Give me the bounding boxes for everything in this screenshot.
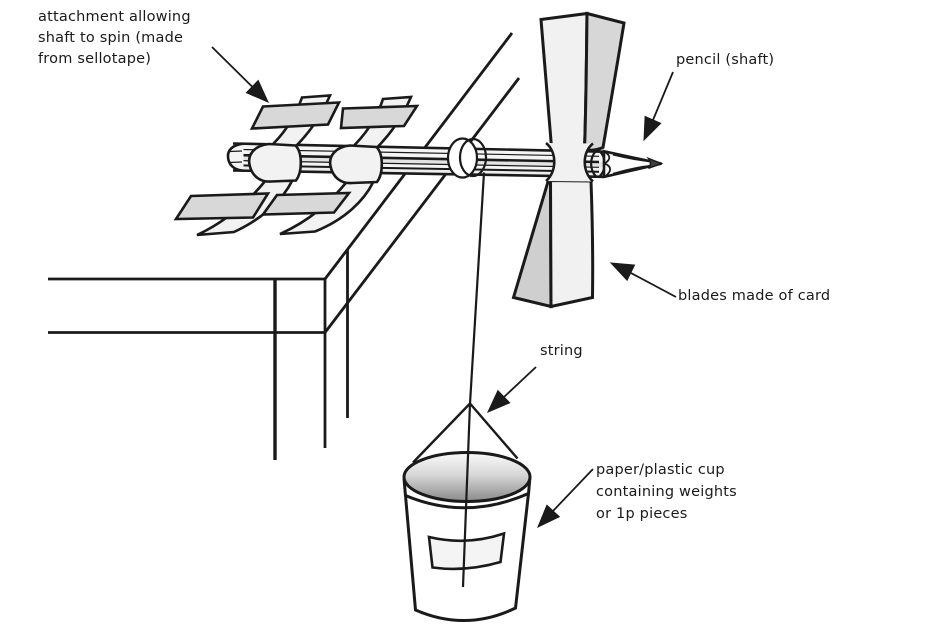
sellotape-attachments xyxy=(173,94,420,237)
table-side-edge-bottom xyxy=(323,77,521,334)
pencil xyxy=(226,142,664,179)
tape-piece-top-2 xyxy=(339,104,420,130)
blade-lower-front-face xyxy=(548,178,595,309)
label-cup-line3: or 1p pieces xyxy=(596,506,688,522)
tape-piece-top-1 xyxy=(249,101,342,130)
label-attachment-line1: attachment allowing xyxy=(38,9,191,25)
arrow-head-pencil xyxy=(643,115,662,142)
pencil-collar-arc-1 xyxy=(590,150,597,178)
string-loop-inner xyxy=(458,137,488,178)
strap-2-pencil-loop xyxy=(328,144,384,185)
blade-lower-side-face xyxy=(511,178,553,309)
table xyxy=(48,32,521,460)
label-attachment: attachment allowing shaft to spin (made … xyxy=(38,7,191,70)
cup-front-label xyxy=(427,531,506,571)
arrow-line-attachment xyxy=(211,46,255,90)
tape-piece-bottom-1 xyxy=(173,192,271,221)
pencil-butt-facet-2 xyxy=(228,161,243,164)
label-cup-line1: paper/plastic cup xyxy=(596,462,725,478)
label-cup: paper/plastic cup containing weights or … xyxy=(596,459,737,525)
blade-neck xyxy=(546,143,593,182)
label-string: string xyxy=(540,343,583,359)
arrow-head-string xyxy=(487,389,511,413)
blade-upper-front-face xyxy=(539,11,589,154)
pencil-graphite-tip xyxy=(646,156,664,169)
arrow-head-cup xyxy=(537,504,561,529)
pencil-facet-shade-2 xyxy=(233,165,603,177)
pencil-butt-end xyxy=(226,142,244,172)
tape-piece-bottom-2 xyxy=(260,191,352,216)
arrow-line-pencil xyxy=(652,71,674,121)
arrow-line-blades xyxy=(629,271,677,298)
blade-upper-side-face xyxy=(582,11,626,152)
string-to-cup-left xyxy=(412,402,471,464)
string-loop-outer xyxy=(446,137,479,179)
pencil-butt-facet-1 xyxy=(229,150,243,153)
string xyxy=(412,137,519,588)
pencil-facet-shade-1 xyxy=(233,155,603,168)
string-to-cup-right xyxy=(469,402,519,460)
card-blades xyxy=(511,11,626,309)
blade-neck-edge-right xyxy=(583,142,594,183)
pencil-sharpen-wave xyxy=(602,150,612,178)
arrow-line-cup xyxy=(552,468,594,512)
label-pencil-shaft: pencil (shaft) xyxy=(676,52,775,68)
annotation-arrows xyxy=(211,46,677,529)
cup-body-outline xyxy=(404,493,530,622)
label-attachment-line2: shaft to spin (made xyxy=(38,30,184,46)
arrow-head-attachment xyxy=(245,79,269,103)
arrow-line-string xyxy=(503,366,537,398)
blade-neck-edge-left xyxy=(545,141,556,182)
label-blades: blades made of card xyxy=(678,288,831,304)
label-cup-line2: containing weights xyxy=(596,484,737,500)
label-attachment-line3: from sellotape) xyxy=(38,51,152,67)
arrow-head-blades xyxy=(609,262,636,282)
strap-1-pencil-loop xyxy=(247,142,303,183)
